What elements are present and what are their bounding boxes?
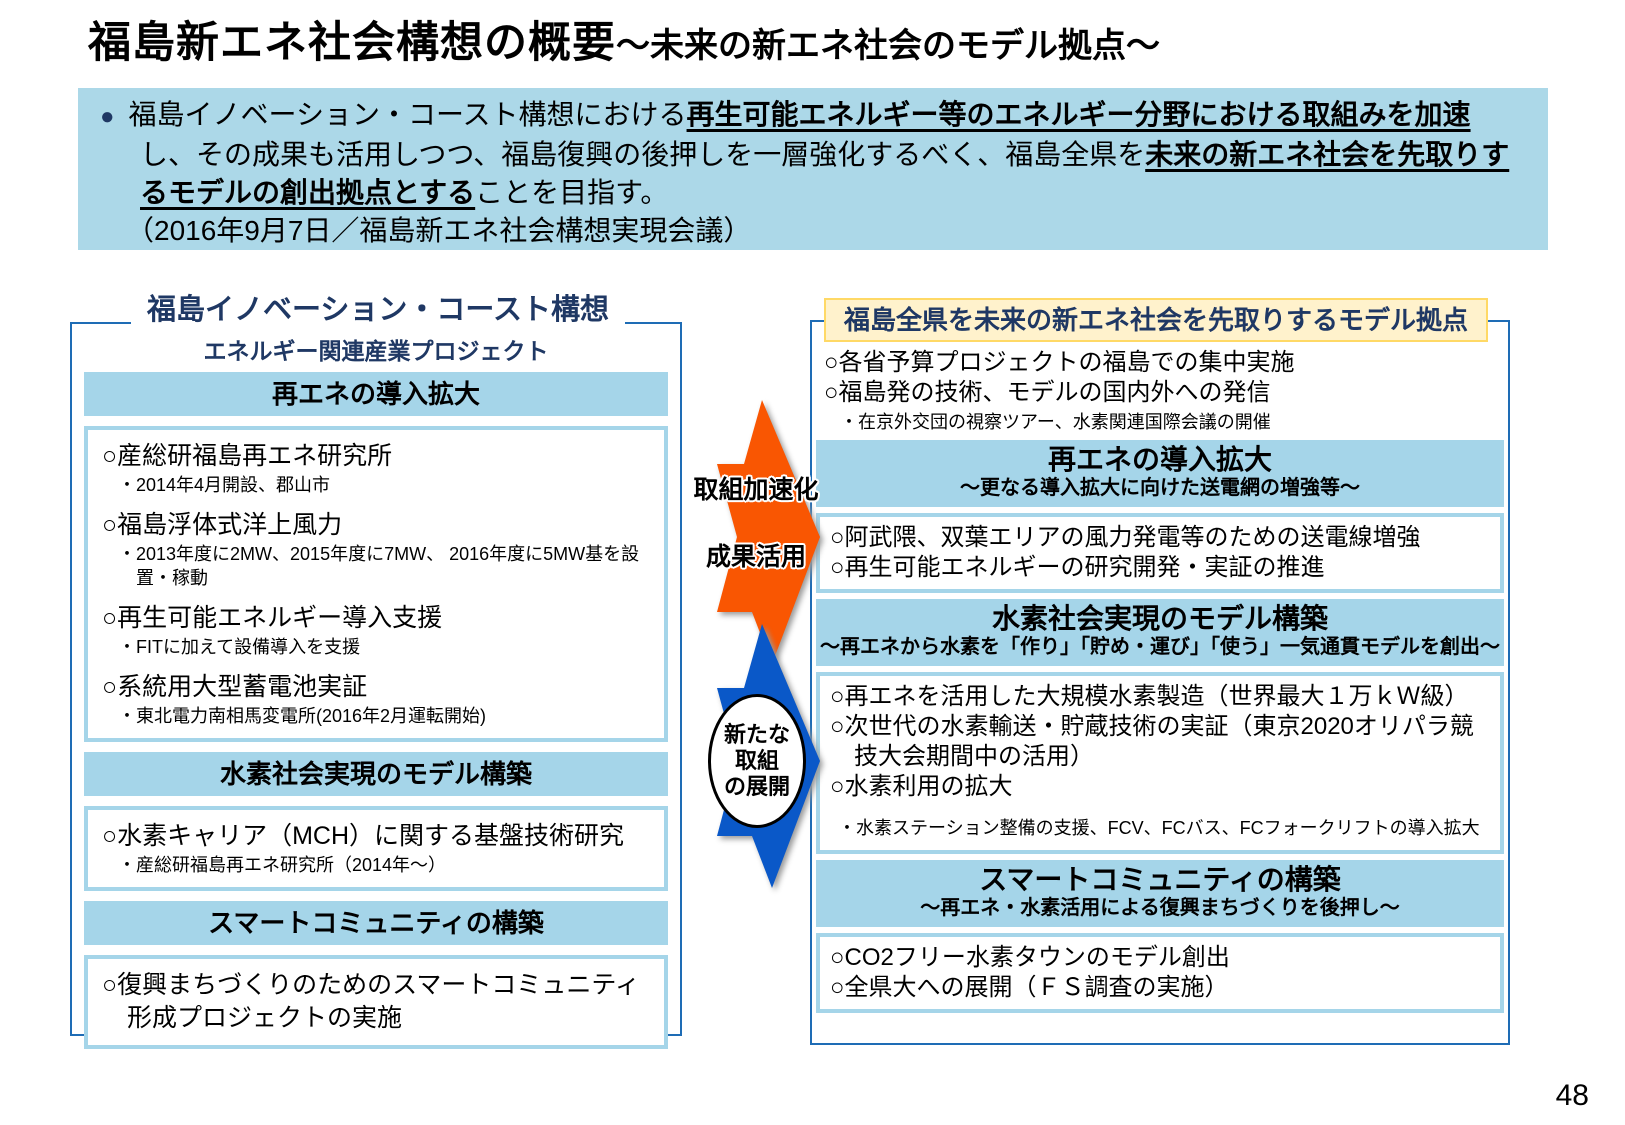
new-initiative-line-3: の展開 [723,774,790,799]
right-section-body-hydrogen: ○再エネを活用した大規模水素製造（世界最大１万ｋＷ級） ○次世代の水素輸送・貯蔵… [816,672,1504,854]
new-initiative-line-2: 取組 [734,748,779,773]
list-item: ○復興まちづくりのためのスマートコミュニティ形成プロジェクトの実施 [102,969,650,1035]
title-sub: ～未来の新エネ社会のモデル拠点～ [616,27,1160,65]
section-header-subtitle: ～更なる導入拡大に向けた送電網の増強等～ [960,477,1360,499]
arrow-label-results: 成果活用 [705,543,806,571]
list-item: ○再エネを活用した大規模水素製造（世界最大１万ｋＷ級） [830,683,1469,710]
left-section-header-renewables: 再エネの導入拡大 [84,372,668,416]
new-initiative-badge: 新たな 取組 の展開 [708,694,806,828]
list-item: ○阿武隈、双葉エリアの風力発電等のための送電線増強 [830,524,1421,551]
right-column-inner: ○各省予算プロジェクトの福島での集中実施 ○福島発の技術、モデルの国内外への発信… [812,322,1508,1013]
list-item: ○再生可能エネルギー導入支援 ・FITに加えて設備導入を支援 [102,602,650,659]
section-header-subtitle: ～再エネから水素を「作り」「貯め・運び」「使う」一気通貫モデルを創出～ [820,636,1500,658]
summary-text: ● 福島イノベーション・コースト構想における再生可能エネルギー等のエネルギー分野に… [100,96,1526,212]
title-main: 福島新エネ社会構想の概要 [88,19,616,67]
summary-seg-4-emphasis: 未来の新エネ社会を先取りするモデルの創出拠点とする [140,139,1510,208]
list-item-sub: ・2014年4月開設、郡山市 [118,475,331,495]
left-column-box: エネルギー関連産業プロジェクト 再エネの導入拡大 ○産総研福島再エネ研究所 ・2… [70,322,682,1049]
right-section-body-smart-community: ○CO2フリー水素タウンのモデル創出 ○全県大への展開（ＦＳ調査の実施） [816,933,1504,1013]
list-item: ○系統用大型蓄電池実証 ・東北電力南相馬変電所(2016年2月運転開始) [102,671,650,728]
arrow-label-acceleration: 取組加速化 [693,476,819,504]
right-column-title: 福島全県を未来の新エネ社会を先取りするモデル拠点 [824,298,1488,342]
left-section-body-smart-community: ○復興まちづくりのためのスマートコミュニティ形成プロジェクトの実施 [84,955,668,1049]
section-header-title: スマートコミュニティの構築 [979,864,1341,895]
list-item-sub: ・東北電力南相馬変電所(2016年2月運転開始) [118,706,487,726]
section-header-title: 水素社会実現のモデル構築 [991,603,1328,634]
list-item: ○再生可能エネルギーの研究開発・実証の推進 [830,554,1325,581]
list-item-main: ○福島浮体式洋上風力 [102,511,343,539]
right-section-header-hydrogen: 水素社会実現のモデル構築 ～再エネから水素を「作り」「貯め・運び」「使う」一気通… [816,599,1504,666]
list-item: ○次世代の水素輸送・貯蔵技術の実証（東京2020オリパラ競技大会期間中の活用） [830,713,1474,770]
right-section-header-smart-community: スマートコミュニティの構築 ～再エネ・水素活用による復興まちづくりを後押し～ [816,860,1504,927]
list-item-note: ・在京外交団の視察ツアー、水素関連国際会議の開催 [840,412,1271,432]
list-item-main: ○復興まちづくりのためのスマートコミュニティ形成プロジェクトの実施 [102,971,640,1032]
summary-seg-3: し、その成果も活用しつつ、福島復興の後押しを一層強化するべく、福島全県を [140,139,1146,170]
list-item-main: ○再生可能エネルギー導入支援 [102,604,443,632]
accelerate-arrow-shape [717,400,820,664]
list-item: ○福島浮体式洋上風力 ・2013年度に2MW、2015年度に7MW、 2016年… [102,509,650,590]
list-item: ○産総研福島再エネ研究所 ・2014年4月開設、郡山市 [102,440,650,497]
right-column-box: ○各省予算プロジェクトの福島での集中実施 ○福島発の技術、モデルの国内外への発信… [810,320,1510,1045]
summary-seg-2-emphasis: 再生可能エネルギー等のエネルギー分野における取組みを加速 [686,99,1471,130]
accelerate-arrow-icon [717,400,820,664]
list-item: ○全県大への展開（ＦＳ調査の実施） [830,974,1229,1001]
list-item-main: ○水素キャリア（MCH）に関する基盤技術研究 [102,822,625,850]
left-section-header-hydrogen: 水素社会実現のモデル構築 [84,752,668,796]
list-item-main: ○産総研福島再エネ研究所 [102,442,393,470]
list-item-sub: ・FITに加えて設備導入を支援 [118,637,361,657]
list-item: ○福島発の技術、モデルの国内外への発信 [824,379,1271,406]
section-header-title: 再エネの導入拡大 [1047,444,1272,475]
section-header-subtitle: ～再エネ・水素活用による復興まちづくりを後押し～ [920,897,1400,919]
page-title: 福島新エネ社会構想の概要～未来の新エネ社会のモデル拠点～ [88,8,1160,70]
list-item: ○水素キャリア（MCH）に関する基盤技術研究 ・産総研福島再エネ研究所（2014… [102,820,650,877]
left-section-body-renewables: ○産総研福島再エネ研究所 ・2014年4月開設、郡山市 ○福島浮体式洋上風力 ・… [84,426,668,742]
list-item-main: ○系統用大型蓄電池実証 [102,673,368,701]
new-initiative-line-1: 新たな [723,722,790,747]
list-item-note: ・水素ステーション整備の支援、FCV、FCバス、FCフォークリフトの導入拡大 [838,818,1480,838]
list-item: ○CO2フリー水素タウンのモデル創出 [830,944,1230,971]
bullet-icon: ● [100,103,115,130]
right-section-header-renewables: 再エネの導入拡大 ～更なる導入拡大に向けた送電網の増強等～ [816,440,1504,507]
list-item: ○各省予算プロジェクトの福島での集中実施 [824,349,1295,376]
summary-seg-5: ことを目指す。 [475,177,669,208]
left-column-title-wrap: 福島イノベーション・コースト構想 [70,286,686,328]
left-section-header-smart-community: スマートコミュニティの構築 [84,901,668,945]
left-column-subtitle: エネルギー関連産業プロジェクト [203,338,549,364]
list-item-sub: ・2013年度に2MW、2015年度に7MW、 2016年度に5MW基を設置・稼… [118,544,640,588]
summary-seg-1: 福島イノベーション・コースト構想における [128,99,687,130]
summary-source: （2016年9月7日／福島新エネ社会構想実現会議） [126,215,752,246]
list-item: ○水素利用の拡大 [830,773,1013,800]
page-number: 48 [1555,1079,1589,1112]
right-section-body-renewables: ○阿武隈、双葉エリアの風力発電等のための送電線増強 ○再生可能エネルギーの研究開… [816,513,1504,593]
list-item-sub: ・産総研福島再エネ研究所（2014年～） [118,855,447,875]
left-column-title: 福島イノベーション・コースト構想 [131,286,625,328]
summary-box: ● 福島イノベーション・コースト構想における再生可能エネルギー等のエネルギー分野に… [78,88,1548,250]
left-section-body-hydrogen: ○水素キャリア（MCH）に関する基盤技術研究 ・産総研福島再エネ研究所（2014… [84,806,668,891]
